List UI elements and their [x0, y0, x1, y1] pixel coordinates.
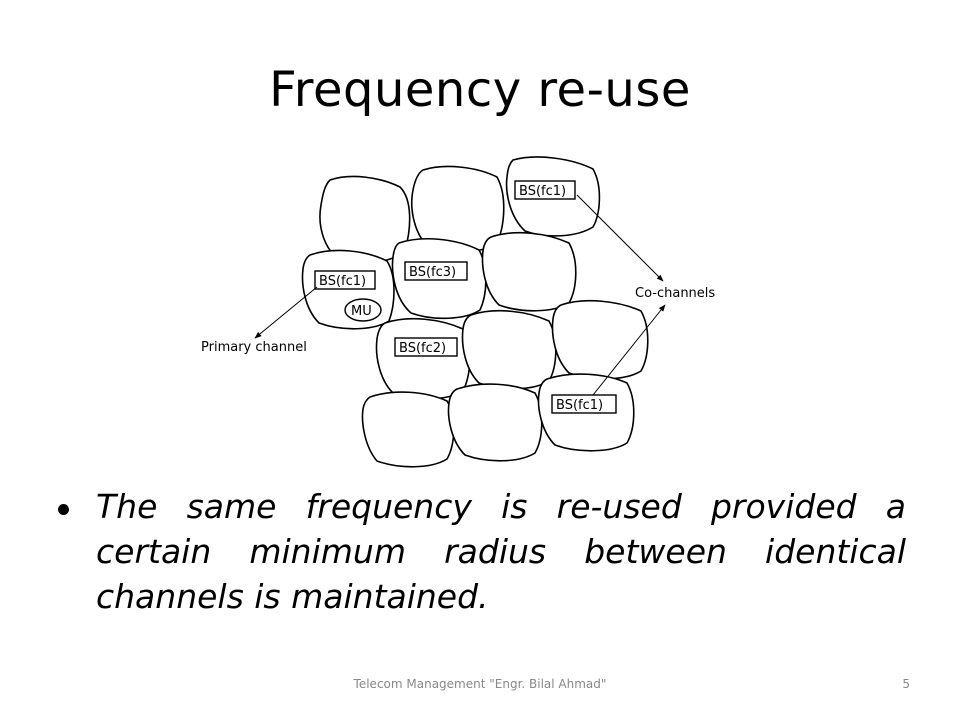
bullet-text: The same frequency is re-used provided a…	[96, 487, 906, 616]
bs-fc1-left-box: BS(fc1)	[314, 270, 376, 290]
bs-fc3-box: BS(fc3)	[404, 261, 468, 281]
cell-r3-3	[551, 299, 649, 380]
cell-r3-2	[461, 309, 557, 390]
svg-text:BS(fc2): BS(fc2)	[399, 341, 446, 356]
bs-fc1-top-box: BS(fc1)	[514, 180, 576, 200]
primary-channel-label: Primary channel	[201, 340, 307, 355]
svg-text:BS(fc1): BS(fc1)	[319, 274, 366, 289]
bs-fc1-bottom-box: BS(fc1)	[551, 394, 617, 414]
svg-text:BS(fc1): BS(fc1)	[556, 398, 603, 413]
svg-text:MU: MU	[351, 304, 372, 319]
footer-text: Telecom Management "Engr. Bilal Ahmad"	[353, 677, 607, 691]
cell-r3-1	[375, 317, 471, 400]
co-channel-arrow-top	[576, 194, 664, 282]
co-channels-label: Co-channels	[635, 286, 715, 301]
slide-title: Frequency re-use	[269, 62, 691, 118]
page-number: 5	[902, 677, 910, 691]
svg-text:BS(fc1): BS(fc1)	[519, 184, 566, 199]
primary-channel-arrow	[254, 286, 318, 339]
cell-r2-3	[481, 231, 577, 312]
svg-text:BS(fc3): BS(fc3)	[409, 265, 456, 280]
bullet-dot-icon	[58, 504, 69, 515]
frequency-reuse-diagram: BS(fc1) BS(fc3) BS(fc1) MU BS(fc2) BS(fc…	[195, 155, 755, 475]
co-channel-arrow-bottom	[592, 304, 666, 396]
bs-fc2-box: BS(fc2)	[394, 337, 458, 357]
cell-r4-1	[361, 391, 455, 468]
cell-r4-2	[447, 383, 543, 462]
mobile-unit: MU	[344, 298, 382, 322]
